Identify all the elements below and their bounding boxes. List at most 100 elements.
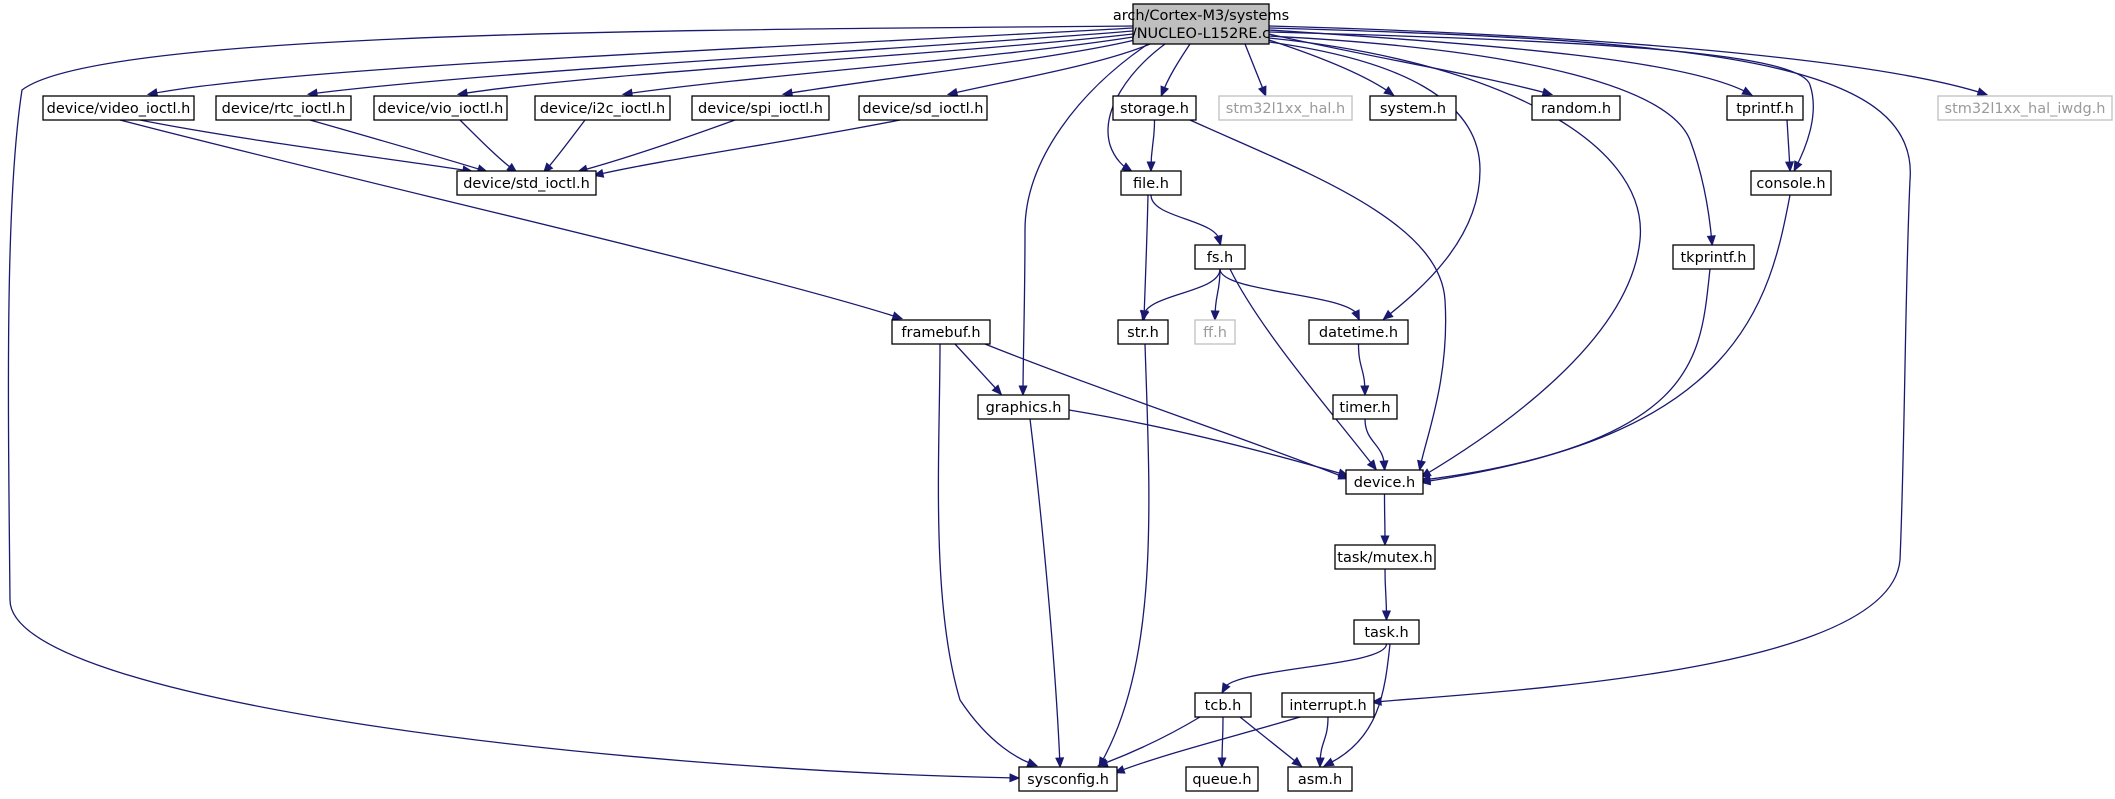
- node-video_ioctl[interactable]: device/video_ioctl.h: [42, 95, 195, 121]
- edge-arrowhead: [991, 384, 1003, 396]
- node-label: tkprintf.h: [1680, 250, 1746, 266]
- node-label: tprintf.h: [1736, 101, 1794, 117]
- node-box: [1120, 170, 1182, 196]
- edge-arrowhead: [1420, 468, 1432, 478]
- node-i2c_ioctl[interactable]: device/i2c_ioctl.h: [534, 95, 671, 121]
- node-box: [1345, 469, 1424, 495]
- node-label: str.h: [1127, 325, 1159, 341]
- edge-arrowhead: [1121, 162, 1133, 172]
- edge-framebuf-to-device: [984, 343, 1347, 479]
- node-label: timer.h: [1339, 400, 1390, 416]
- node-interrupt[interactable]: interrupt.h: [1281, 692, 1375, 718]
- edge-arrowhead: [1291, 756, 1303, 768]
- edge-root-to-video_ioctl: [149, 27, 1134, 95]
- edge-arrowhead: [1784, 161, 1795, 173]
- edge-tprintf-to-console: [1786, 119, 1791, 170]
- node-root[interactable]: arch/Cortex-M3/systems/NUCLEO-L152RE.c: [1113, 3, 1289, 45]
- edge-arrowhead: [146, 88, 159, 98]
- edge-arrowhead: [1380, 535, 1390, 547]
- node-str[interactable]: str.h: [1117, 319, 1169, 345]
- edge-arrowhead: [1160, 85, 1170, 98]
- edge-arrowhead: [1383, 85, 1395, 96]
- edge-fs-to-str: [1142, 268, 1221, 319]
- node-label: device/i2c_ioctl.h: [540, 101, 665, 117]
- edge-arrowhead: [1140, 309, 1150, 322]
- edge-spi_ioctl-to-std_ioctl: [579, 119, 736, 172]
- node-box: [1369, 95, 1457, 121]
- node-file[interactable]: file.h: [1120, 170, 1182, 196]
- edge-fs-to-datetime: [1219, 268, 1360, 319]
- edge-root-to-rtc_ioctl: [309, 30, 1134, 95]
- node-tcb[interactable]: tcb.h: [1194, 692, 1252, 718]
- edge-arrowhead: [1026, 758, 1039, 767]
- edge-graphics-to-device: [1068, 409, 1347, 476]
- node-sd_ioctl[interactable]: device/sd_ioctl.h: [858, 95, 988, 121]
- edge-arrowhead: [1360, 385, 1370, 397]
- edge-root-to-device: [1268, 37, 1641, 477]
- edge-arrowhead: [891, 311, 904, 321]
- node-spi_ioctl[interactable]: device/spi_ioctl.h: [691, 95, 830, 121]
- edge-arrowhead: [1315, 757, 1325, 769]
- edge-arrowhead: [1976, 87, 1989, 97]
- node-queue[interactable]: queue.h: [1185, 766, 1259, 792]
- edge-root-to-datetime: [1268, 41, 1481, 319]
- node-tkprintf[interactable]: tkprintf.h: [1672, 244, 1755, 270]
- node-box: [534, 95, 671, 121]
- node-asm[interactable]: asm.h: [1287, 766, 1353, 792]
- edge-root-to-iwdg: [1268, 25, 1986, 95]
- node-timer[interactable]: timer.h: [1332, 394, 1398, 420]
- edge-root-to-console: [1268, 31, 1814, 170]
- node-box: [1194, 692, 1252, 718]
- node-box: [977, 394, 1070, 420]
- node-storage[interactable]: storage.h: [1112, 95, 1197, 121]
- edge-arrowhead: [1323, 757, 1335, 767]
- node-label: system.h: [1380, 101, 1446, 117]
- edge-root-to-tkprintf: [1268, 35, 1713, 244]
- edge-arrowhead: [1382, 309, 1394, 321]
- node-box: [1218, 95, 1353, 121]
- node-framebuf[interactable]: framebuf.h: [891, 319, 991, 345]
- edge-root-to-i2c_ioctl: [624, 36, 1134, 95]
- node-box: [1353, 619, 1420, 645]
- node-datetime[interactable]: datetime.h: [1308, 319, 1409, 345]
- node-box: [1194, 244, 1246, 270]
- node-task[interactable]: task.h: [1353, 619, 1420, 645]
- node-fs[interactable]: fs.h: [1194, 244, 1246, 270]
- node-tprintf[interactable]: tprintf.h: [1726, 95, 1804, 121]
- node-mutex[interactable]: task/mutex.h: [1334, 544, 1436, 570]
- edge-arrowhead: [1213, 234, 1223, 247]
- edge-console-to-device: [1422, 194, 1791, 481]
- node-graphics[interactable]: graphics.h: [977, 394, 1070, 420]
- node-label: device/std_ioctl.h: [463, 176, 590, 192]
- node-ff: ff.h: [1194, 319, 1236, 345]
- node-box: [373, 95, 508, 121]
- edge-task-to-tcb: [1222, 643, 1388, 692]
- node-box: [1308, 319, 1409, 345]
- node-console[interactable]: console.h: [1750, 170, 1832, 196]
- node-system[interactable]: system.h: [1369, 95, 1457, 121]
- node-rtc_ioctl[interactable]: device/rtc_ioctl.h: [215, 95, 352, 121]
- node-random[interactable]: random.h: [1531, 95, 1621, 121]
- node-vio_ioctl[interactable]: device/vio_ioctl.h: [373, 95, 508, 121]
- edge-file-to-fs: [1150, 194, 1221, 244]
- node-std_ioctl[interactable]: device/std_ioctl.h: [456, 170, 597, 196]
- edge-arrowhead: [1018, 385, 1028, 397]
- edge-root-to-sysconfig: [7, 25, 1134, 779]
- node-box: [1132, 3, 1270, 45]
- edge-tcb-to-asm: [1239, 716, 1301, 766]
- node-label: ff.h: [1203, 325, 1227, 341]
- node-box: [215, 95, 352, 121]
- node-label: sysconfig.h: [1027, 772, 1109, 788]
- node-label: device/video_ioctl.h: [47, 101, 191, 117]
- edge-task-to-asm: [1325, 643, 1391, 766]
- edge-file-to-str: [1143, 194, 1149, 319]
- node-label: file.h: [1133, 176, 1169, 192]
- node-box: [42, 95, 195, 121]
- node-box: [1018, 766, 1118, 792]
- edge-timer-to-device: [1364, 418, 1386, 469]
- node-box: [1117, 319, 1169, 345]
- node-sysconfig[interactable]: sysconfig.h: [1018, 766, 1118, 792]
- node-device[interactable]: device.h: [1345, 469, 1424, 495]
- node-box: [1750, 170, 1832, 196]
